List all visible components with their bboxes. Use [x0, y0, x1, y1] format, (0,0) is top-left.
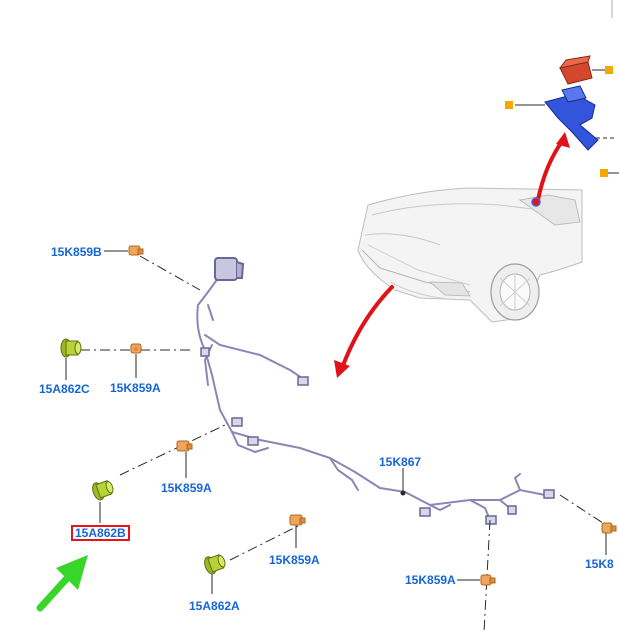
- car-icon: [357, 187, 583, 323]
- red-arrow-icon: [334, 132, 570, 378]
- part-label-15K859A-4[interactable]: 15K859A: [405, 573, 456, 587]
- part-label-15K867[interactable]: 15K867: [379, 455, 422, 469]
- frame-edge: [611, 0, 613, 18]
- location-marker-icon: [531, 197, 541, 207]
- part-label-15K859A-1[interactable]: 15K859A: [110, 381, 161, 395]
- part-label-15K8-partial[interactable]: 15K8: [585, 557, 614, 571]
- part-label-15K859A-2[interactable]: 15K859A: [161, 481, 212, 495]
- bracket-assembly-icon: [505, 55, 619, 177]
- grommet-icons: [60, 338, 226, 575]
- part-label-15A862A[interactable]: 15A862A: [189, 599, 240, 613]
- clip-icons: [128, 245, 617, 586]
- part-label-15A862B-highlighted[interactable]: 15A862B: [71, 525, 130, 541]
- part-label-15K859B[interactable]: 15K859B: [51, 245, 102, 259]
- part-label-15A862C[interactable]: 15A862C: [39, 382, 90, 396]
- green-pointer-arrow-icon: [36, 555, 88, 612]
- wiring-harness: [196, 257, 555, 525]
- part-label-15K859A-3[interactable]: 15K859A: [269, 553, 320, 567]
